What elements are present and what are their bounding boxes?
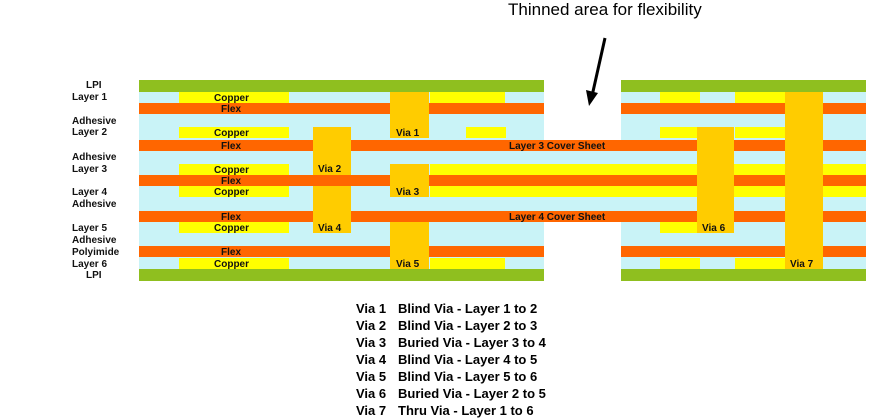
via-2-label: Via 2 xyxy=(318,164,342,175)
flex-label-3: Flex xyxy=(221,176,241,187)
via-6-label: Via 6 xyxy=(702,223,726,234)
cover-sheet-label-layer4: Layer 4 Cover Sheet xyxy=(509,212,606,223)
copper-label-layer5: Copper xyxy=(214,223,249,234)
side-label-lpi-bottom: LPI xyxy=(86,270,102,281)
copper-layer6-d xyxy=(735,258,785,269)
flex-4-cover-sheet xyxy=(139,211,866,222)
legend-via: Via 1 xyxy=(356,301,387,316)
copper-label-layer2: Copper xyxy=(214,128,249,139)
flex-3 xyxy=(139,175,866,186)
copper-layer3-a xyxy=(179,164,289,175)
copper-layer2-d xyxy=(735,127,785,138)
via-5-label: Via 5 xyxy=(396,259,420,270)
lpi-bottom-right xyxy=(621,269,866,281)
side-label-layer1: Layer 1 xyxy=(72,92,108,103)
copper-layer6-a xyxy=(179,258,289,269)
flex-label-4: Flex xyxy=(221,212,241,223)
legend-desc: Buried Via - Layer 2 to 5 xyxy=(398,386,546,401)
side-label-adhesive-4: Adhesive xyxy=(72,235,117,246)
flex-5-left xyxy=(139,246,544,257)
legend-via: Via 6 xyxy=(356,386,387,401)
side-label-adhesive-1: Adhesive xyxy=(72,116,117,127)
copper-label-layer4: Copper xyxy=(214,187,249,198)
side-label-adhesive-3: Adhesive xyxy=(72,199,117,210)
copper-layer2-c xyxy=(660,127,700,138)
via-7-label: Via 7 xyxy=(790,259,814,270)
flex-2-cover-sheet xyxy=(139,140,866,151)
copper-layer3-b xyxy=(430,164,866,175)
lpi-bottom-left xyxy=(139,269,544,281)
copper-label-layer6: Copper xyxy=(214,259,249,270)
flex-1-right xyxy=(621,103,866,114)
copper-label-layer3: Copper xyxy=(214,165,249,176)
diagram-title: Thinned area for flexibility xyxy=(508,0,702,19)
side-label-layer2: Layer 2 xyxy=(72,127,108,138)
legend-desc: Blind Via - Layer 5 to 6 xyxy=(398,369,538,384)
copper-layer6-b xyxy=(430,258,505,269)
side-label-layer5: Layer 5 xyxy=(72,223,108,234)
legend-row: Via 4 Blind Via - Layer 4 to 5 xyxy=(356,351,546,368)
via-2-shape xyxy=(313,127,351,175)
via-6-shape xyxy=(697,127,734,233)
lpi-top-right xyxy=(621,80,866,92)
side-label-lpi-top: LPI xyxy=(86,80,102,91)
copper-layer1-a xyxy=(179,92,289,103)
lpi-top-left xyxy=(139,80,544,92)
flex-label-2: Flex xyxy=(221,141,241,152)
side-label-layer4: Layer 4 xyxy=(72,187,108,198)
via-3-shape xyxy=(390,164,429,197)
flex-label-1: Flex xyxy=(221,104,241,115)
via-5-shape xyxy=(390,222,429,269)
copper-layer4-a xyxy=(179,186,289,197)
via-3-label: Via 3 xyxy=(396,187,420,198)
legend-via: Via 3 xyxy=(356,335,387,350)
legend-via: Via 7 xyxy=(356,403,387,418)
via-1-shape xyxy=(390,92,429,138)
copper-layer1-c xyxy=(660,92,700,103)
copper-layer1-d xyxy=(735,92,785,103)
copper-layer1-b xyxy=(430,92,505,103)
legend-via: Via 5 xyxy=(356,369,387,384)
legend-desc: Thru Via - Layer 1 to 6 xyxy=(398,403,534,418)
side-label-polyimide: Polyimide xyxy=(72,247,120,258)
copper-layer4-b xyxy=(430,186,866,197)
side-label-layer3: Layer 3 xyxy=(72,164,108,175)
copper-layer6-c xyxy=(660,258,700,269)
legend-via: Via 4 xyxy=(356,352,387,367)
via-4-shape xyxy=(313,186,351,233)
copper-layer2-a xyxy=(179,127,289,138)
legend-row: Via 3 Buried Via - Layer 3 to 4 xyxy=(356,334,546,351)
legend-row: Via 6 Buried Via - Layer 2 to 5 xyxy=(356,385,546,402)
flex-1-left xyxy=(139,103,544,114)
via-1-label: Via 1 xyxy=(396,128,420,139)
legend-row: Via 5 Blind Via - Layer 5 to 6 xyxy=(356,368,546,385)
flex-label-5: Flex xyxy=(221,247,241,258)
via-legend: Via 1 Blind Via - Layer 1 to 2 Via 2 Blind… xyxy=(356,300,546,419)
flex-5-right xyxy=(621,246,866,257)
arrow-line xyxy=(590,37,607,97)
copper-layer5-a xyxy=(179,222,289,233)
copper-layer5-b xyxy=(660,222,700,233)
legend-desc: Blind Via - Layer 4 to 5 xyxy=(398,352,538,367)
via-7-shape xyxy=(785,92,823,269)
side-label-layer6: Layer 6 xyxy=(72,259,108,270)
via-4-label: Via 4 xyxy=(318,223,342,234)
side-label-adhesive-2: Adhesive xyxy=(72,152,117,163)
legend-via: Via 2 xyxy=(356,318,387,333)
legend-row: Via 7 Thru Via - Layer 1 to 6 xyxy=(356,402,546,419)
legend-row: Via 2 Blind Via - Layer 2 to 3 xyxy=(356,317,546,334)
legend-desc: Buried Via - Layer 3 to 4 xyxy=(398,335,546,350)
legend-row: Via 1 Blind Via - Layer 1 to 2 xyxy=(356,300,546,317)
copper-layer2-b xyxy=(466,127,506,138)
legend-desc: Blind Via - Layer 2 to 3 xyxy=(398,318,538,333)
legend-desc: Blind Via - Layer 1 to 2 xyxy=(398,301,538,316)
cover-sheet-label-layer3: Layer 3 Cover Sheet xyxy=(509,141,606,152)
arrow-head-icon xyxy=(586,90,598,106)
copper-label-layer1: Copper xyxy=(214,93,249,104)
